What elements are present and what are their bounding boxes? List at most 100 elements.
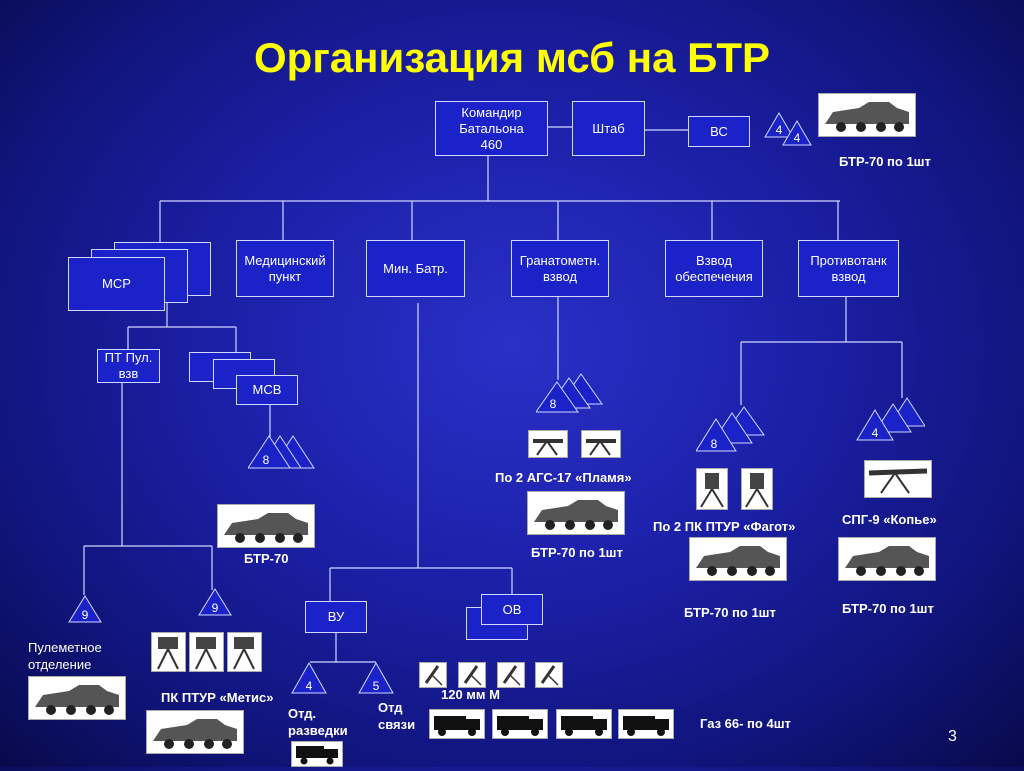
- grenade-triangle-count: 8: [550, 397, 557, 411]
- comms-line2: связи: [378, 717, 416, 732]
- btr-image-fagot: [689, 537, 787, 581]
- msv-triangle-count: 8: [263, 453, 270, 467]
- grenade-triangles: 8: [536, 372, 606, 414]
- vs-label: ВС: [710, 123, 728, 139]
- btr-grenade-label: БТР-70 по 1шт: [531, 545, 623, 560]
- metis-image-1: [151, 632, 186, 672]
- medical-line2: пункт: [268, 268, 302, 284]
- btr-image-msv: [217, 504, 315, 548]
- truck-image-1: [429, 709, 485, 739]
- btr-image-grenade: [527, 491, 625, 535]
- mg-left-triangle: 9: [68, 595, 102, 623]
- truck-image-2: [492, 709, 548, 739]
- truck-image-recon: [291, 741, 343, 767]
- hq-label: Штаб: [592, 120, 625, 136]
- msr-box[interactable]: МСР: [68, 257, 165, 311]
- recon-line1: Отд.: [288, 706, 317, 721]
- ov-box[interactable]: ОВ: [481, 594, 543, 625]
- mortar-image-3: [497, 662, 525, 688]
- fagot-triangles: 8: [696, 405, 766, 453]
- truck-image-3: [556, 709, 612, 739]
- btr-image-spg: [838, 537, 936, 581]
- supply-line2: обеспечения: [675, 268, 753, 284]
- fagot-label: По 2 ПК ПТУР «Фагот»: [653, 519, 796, 534]
- recon-line2: разведки: [288, 723, 348, 738]
- spg-triangles: 4: [855, 396, 925, 444]
- fagot-image-1: [696, 468, 728, 510]
- btr-msv-label: БТР-70: [244, 551, 289, 566]
- mortar120-label: 120 мм М: [441, 687, 500, 702]
- commander-line2: Батальона: [459, 120, 524, 136]
- comms-label: Отд связи: [378, 699, 415, 733]
- mg-left-count: 9: [82, 608, 89, 622]
- mg-right-triangle: 9: [198, 588, 232, 616]
- grenade-line1: Гранатометн.: [519, 252, 601, 268]
- msv-box[interactable]: МСВ: [236, 375, 298, 405]
- pt-line1: ПТ Пул.: [104, 350, 153, 365]
- mg-section-label: Пулеметное отделение: [28, 639, 102, 673]
- btr-top-label: БТР-70 по 1шт: [839, 154, 931, 169]
- ags-label: По 2 АГС-17 «Пламя»: [495, 470, 632, 485]
- fagot-image-2: [741, 468, 773, 510]
- comms-triangle: 5: [358, 662, 394, 694]
- pt-line2: взв: [118, 366, 139, 381]
- truck-image-4: [618, 709, 674, 739]
- ov-label: ОВ: [502, 601, 522, 617]
- hq-box[interactable]: Штаб: [572, 101, 645, 156]
- msr-label: МСР: [102, 276, 131, 291]
- spg9-image: [864, 460, 932, 498]
- metis-label: ПК ПТУР «Метис»: [161, 690, 274, 705]
- supply-line1: Взвод: [696, 252, 732, 268]
- grenade-platoon-box[interactable]: Гранатометн.взвод: [511, 240, 609, 297]
- recon-label: Отд. разведки: [288, 705, 348, 739]
- vu-box[interactable]: ВУ: [305, 601, 367, 633]
- grenade-line2: взвод: [542, 268, 577, 284]
- gaz-label: Газ 66- по 4шт: [700, 716, 791, 731]
- mortar-battery-label: Мин. Батр.: [383, 260, 448, 276]
- medical-line1: Медицинский: [244, 252, 326, 268]
- vu-label: ВУ: [327, 609, 345, 624]
- mortar-image-1: [419, 662, 447, 688]
- ags-image-1: [528, 430, 568, 458]
- mg-right-count: 9: [212, 601, 219, 615]
- page-number: 3: [948, 728, 957, 745]
- btr-spg-label: БТР-70 по 1шт: [842, 601, 934, 616]
- metis-image-2: [189, 632, 224, 672]
- comms-count: 5: [373, 679, 380, 693]
- mortar-battery-box[interactable]: Мин. Батр.: [366, 240, 465, 297]
- recon-count: 4: [306, 679, 313, 693]
- commander-line1: Командир: [461, 104, 522, 120]
- mg-section-line2: отделение: [28, 657, 92, 672]
- btr-image-top: [818, 93, 916, 137]
- pt-platoon-box[interactable]: ПТ Пул.взв: [97, 349, 160, 383]
- mortar-image-2: [458, 662, 486, 688]
- spg-label: СПГ-9 «Копье»: [842, 512, 937, 527]
- msv-triangles: 8: [248, 434, 318, 470]
- recon-triangle: 4: [291, 662, 327, 694]
- antitank-line1: Противотанк: [810, 252, 887, 268]
- comms-line1: Отд: [378, 700, 403, 715]
- vs-triangle-a: 4: [764, 112, 794, 138]
- fagot-triangle-count: 8: [711, 437, 718, 451]
- vs-triangle-b: 4: [782, 120, 812, 146]
- commander-line3: 460: [480, 136, 503, 152]
- btr-image-metis: [146, 710, 244, 754]
- btr-image-mg: [28, 676, 126, 720]
- vs-triangle-a-count: 4: [776, 123, 783, 137]
- ags-image-2: [581, 430, 621, 458]
- btr-fagot-label: БТР-70 по 1шт: [684, 605, 776, 620]
- metis-image-3: [227, 632, 262, 672]
- vs-box[interactable]: ВС: [688, 116, 750, 147]
- spg-triangle-count: 4: [872, 426, 879, 440]
- antitank-line2: взвод: [831, 268, 866, 284]
- mg-section-line1: Пулеметное: [28, 640, 102, 655]
- msv-label: МСВ: [252, 382, 282, 397]
- slide-title: Организация мсб на БТР: [254, 34, 770, 81]
- mortar-image-4: [535, 662, 563, 688]
- vs-triangle-b-count: 4: [794, 131, 801, 145]
